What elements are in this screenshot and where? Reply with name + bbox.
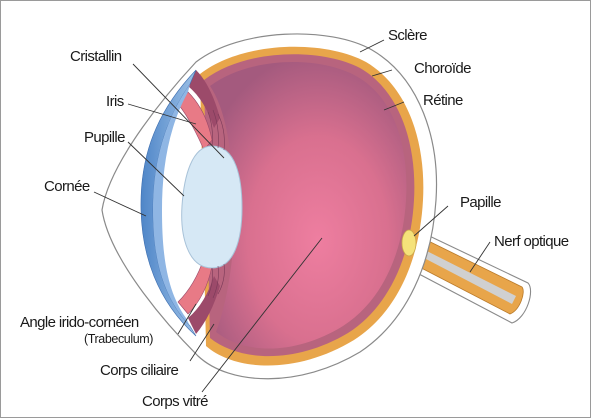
crystalline-lens <box>182 146 242 268</box>
label-retine: Rétine <box>423 92 463 109</box>
label-cristallin: Cristallin <box>70 48 122 65</box>
label-cornee: Cornée <box>44 178 90 195</box>
label-corps-ciliaire: Corps ciliaire <box>100 362 179 379</box>
label-papille: Papille <box>460 194 501 211</box>
label-corps-vitre: Corps vitré <box>142 393 208 410</box>
label-choroide: Choroïde <box>414 60 471 77</box>
label-iris: Iris <box>106 93 124 110</box>
label-pupille: Pupille <box>84 129 125 146</box>
label-trabeculum: (Trabeculum) <box>84 332 153 346</box>
label-nerf-optique: Nerf optique <box>494 233 569 250</box>
label-angle: Angle irido-cornéen <box>20 314 139 331</box>
label-sclere: Sclère <box>388 27 427 44</box>
papilla <box>402 230 416 256</box>
